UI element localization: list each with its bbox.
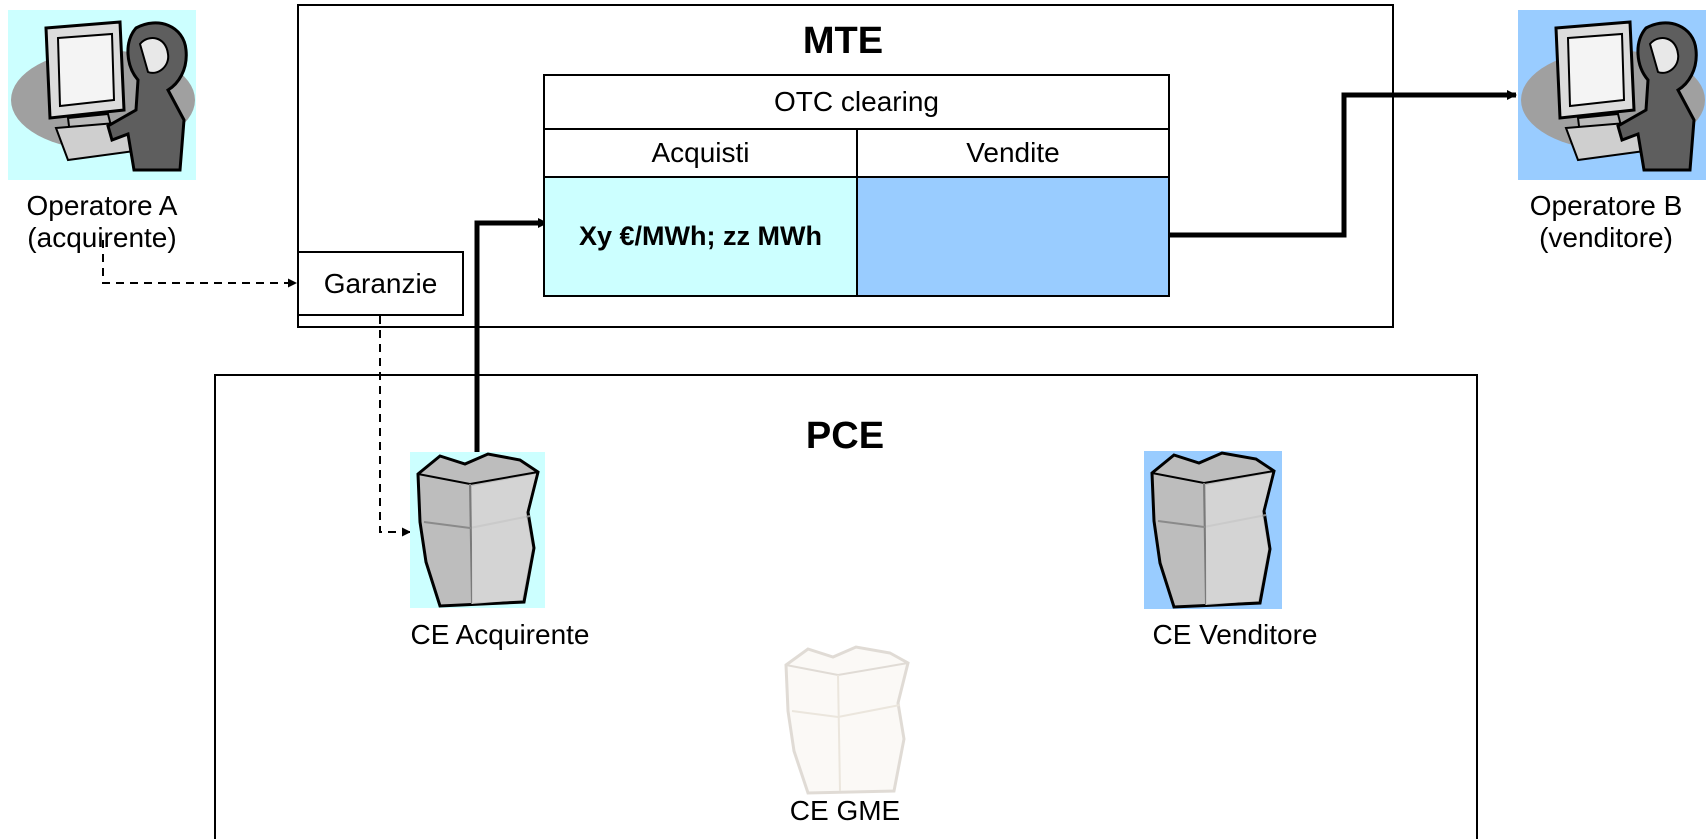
seller-account-label: CE Venditore [1152, 619, 1318, 650]
gme-account-bag-icon [778, 645, 914, 795]
mte-title: MTE [802, 19, 884, 62]
otc-clearing-header: OTC clearing [545, 76, 1168, 130]
gme-account-label: CE GME [789, 795, 901, 826]
operator-a-label-line2: (acquirente) [27, 222, 177, 253]
mte-box [297, 4, 1394, 328]
arrow-sell-to-operator-b [1169, 90, 1517, 238]
otc-clearing-table: OTC clearing Acquisti Vendite Xy €/MWh; … [543, 74, 1170, 297]
operator-b-label-line2: (venditore) [1539, 222, 1673, 253]
operator-b-person-computer-icon [1518, 10, 1706, 180]
seller-account-bag-icon [1144, 451, 1282, 609]
buyer-account-label: CE Acquirente [410, 619, 590, 650]
operator-a-person-computer-icon [8, 10, 196, 180]
operator-b-label-line1: Operatore B [1529, 190, 1683, 221]
column-header-sell: Vendite [858, 130, 1168, 178]
guarantees-box: Garanzie [297, 251, 464, 316]
pce-box [214, 374, 1478, 839]
buy-cell: Xy €/MWh; zz MWh [545, 178, 858, 295]
column-header-buy: Acquisti [545, 130, 858, 178]
buyer-account-bag-icon [410, 452, 545, 608]
dashed-arrow-operator-a-to-guarantees [102, 240, 297, 288]
operator-a-label-line1: Operatore A [26, 190, 178, 221]
sell-cell [858, 178, 1168, 295]
pce-title: PCE [805, 414, 885, 457]
dashed-arrow-guarantees-to-buyer-account [379, 316, 411, 537]
